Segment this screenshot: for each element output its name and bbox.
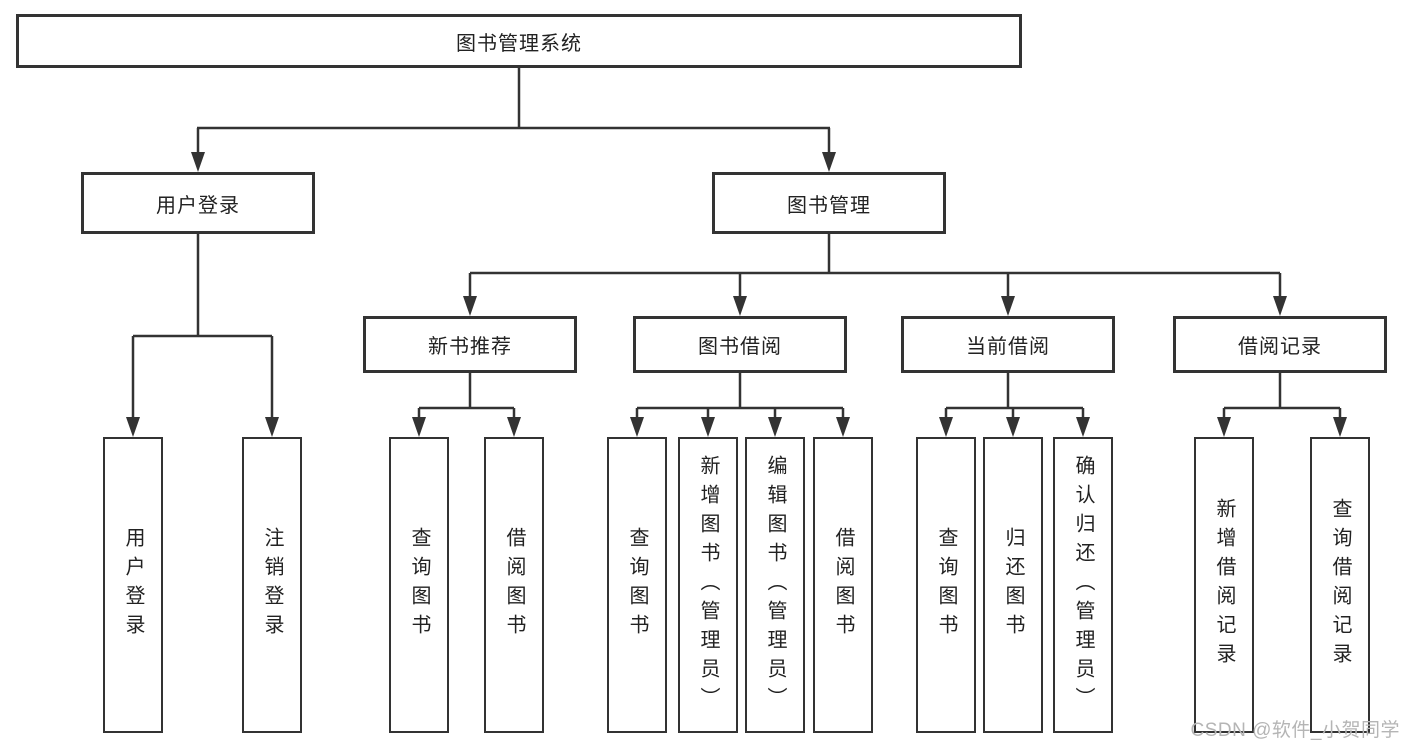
node-user-login: 用户登录 — [81, 172, 315, 234]
leaf-bb-add-book-admin: 新增图书（管理员） — [678, 437, 738, 733]
connector-current-borrow-to-leaves — [939, 373, 1090, 437]
node-new-book-recommend-label: 新书推荐 — [428, 336, 512, 358]
connector-user-login-to-leaves — [126, 234, 279, 437]
connector-book-borrow-to-leaves — [630, 373, 850, 437]
node-book-borrow-label: 图书借阅 — [698, 336, 782, 358]
node-current-borrow: 当前借阅 — [901, 316, 1115, 373]
leaf-cb-query-book: 查询图书 — [916, 437, 976, 733]
leaf-logout-label: 注销登录 — [261, 527, 283, 643]
connector-book-mgmt-to-level3 — [463, 234, 1287, 316]
node-book-borrow: 图书借阅 — [633, 316, 847, 373]
leaf-cb-confirm-return-admin: 确认归还（管理员） — [1053, 437, 1113, 733]
leaf-bb-borrow-book: 借阅图书 — [813, 437, 873, 733]
leaf-bb-query-book-label: 查询图书 — [626, 527, 648, 643]
leaf-br-add-record: 新增借阅记录 — [1194, 437, 1254, 733]
connector-new-book-rec-to-leaves — [412, 373, 521, 437]
leaf-br-query-record-label: 查询借阅记录 — [1329, 498, 1351, 672]
leaf-rec-query-book-label: 查询图书 — [408, 527, 430, 643]
leaf-bb-edit-book-admin-label: 编辑图书（管理员） — [764, 454, 786, 716]
leaf-cb-return-book-label: 归还图书 — [1002, 527, 1024, 643]
connector-root-to-level2 — [191, 68, 836, 172]
leaf-bb-query-book: 查询图书 — [607, 437, 667, 733]
leaf-rec-query-book: 查询图书 — [389, 437, 449, 733]
leaf-cb-query-book-label: 查询图书 — [935, 527, 957, 643]
leaf-rec-borrow-book: 借阅图书 — [484, 437, 544, 733]
node-borrow-record: 借阅记录 — [1173, 316, 1387, 373]
node-current-borrow-label: 当前借阅 — [966, 336, 1050, 358]
leaf-bb-edit-book-admin: 编辑图书（管理员） — [745, 437, 805, 733]
node-system-root: 图书管理系统 — [16, 14, 1022, 68]
leaf-rec-borrow-book-label: 借阅图书 — [503, 527, 525, 643]
node-new-book-recommend: 新书推荐 — [363, 316, 577, 373]
leaf-user-login: 用户登录 — [103, 437, 163, 733]
node-book-management-label: 图书管理 — [787, 194, 871, 217]
csdn-watermark: CSDN @软件_小贺同学 — [1190, 720, 1400, 741]
leaf-bb-borrow-book-label: 借阅图书 — [832, 527, 854, 643]
leaf-cb-return-book: 归还图书 — [983, 437, 1043, 733]
node-borrow-record-label: 借阅记录 — [1238, 336, 1322, 358]
node-book-management: 图书管理 — [712, 172, 946, 234]
leaf-br-add-record-label: 新增借阅记录 — [1213, 498, 1235, 672]
leaf-user-login-label: 用户登录 — [122, 527, 144, 643]
leaf-cb-confirm-return-admin-label: 确认归还（管理员） — [1072, 454, 1094, 716]
leaf-logout: 注销登录 — [242, 437, 302, 733]
leaf-bb-add-book-admin-label: 新增图书（管理员） — [697, 454, 719, 716]
node-system-root-label: 图书管理系统 — [456, 32, 582, 55]
node-user-login-label: 用户登录 — [156, 194, 240, 217]
leaf-br-query-record: 查询借阅记录 — [1310, 437, 1370, 733]
connector-borrow-record-to-leaves — [1217, 373, 1347, 437]
